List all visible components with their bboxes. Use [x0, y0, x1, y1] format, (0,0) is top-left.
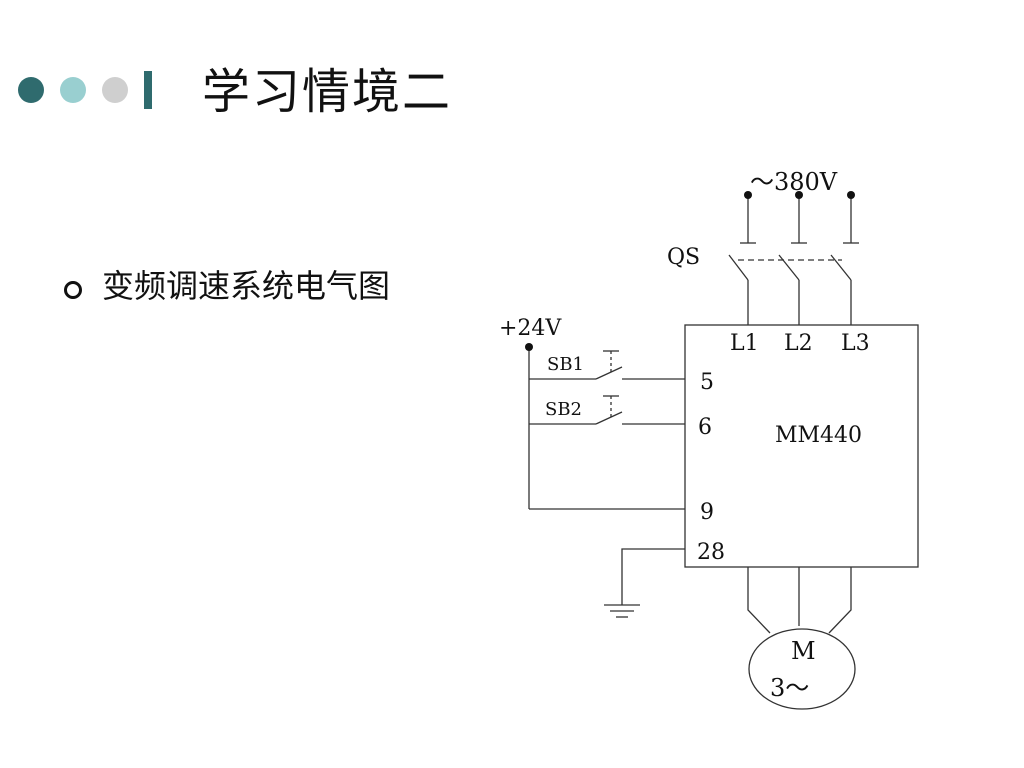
slide-title: 学习情境二	[202, 64, 453, 120]
l3-label: L3	[841, 331, 870, 356]
header-dot-1	[18, 77, 44, 103]
sb1-label: SB1	[547, 354, 584, 375]
qs-blade-3	[830, 254, 852, 281]
motor-label-m: M	[791, 637, 816, 665]
motor-lead-3	[828, 567, 852, 634]
terminal-6-label: 6	[698, 415, 712, 440]
sb2-label: SB2	[545, 399, 582, 420]
terminal-dot-2	[795, 191, 803, 199]
header-dot-3	[102, 77, 128, 103]
motor-lead-1	[747, 567, 771, 634]
sb1-contact	[595, 366, 623, 380]
qs-blade-2	[778, 254, 800, 281]
terminal-5-label: 5	[700, 370, 714, 395]
dc-label: +24V	[499, 316, 562, 341]
terminal-dot-1	[744, 191, 752, 199]
qs-blade-1	[728, 254, 749, 281]
mm440-box	[684, 324, 919, 568]
device-label: MM440	[775, 423, 862, 448]
terminal-28-label: 28	[697, 540, 725, 565]
terminal-dot-3	[847, 191, 855, 199]
motor-circle	[748, 628, 856, 710]
switch-label: QS	[667, 245, 700, 270]
dc-dot	[525, 343, 533, 351]
sb2-contact	[595, 411, 623, 425]
ground-wire	[621, 548, 685, 605]
l2-label: L2	[784, 331, 813, 356]
motor-label-phase: 3～	[770, 674, 809, 702]
bullet-text: 变频调速系统电气图	[102, 267, 391, 305]
supply-label: ～380V	[750, 168, 838, 196]
bullet-icon	[64, 281, 82, 299]
terminal-9-label: 9	[700, 500, 714, 525]
header-bar	[144, 71, 152, 109]
l1-label: L1	[730, 331, 759, 356]
header-dot-2	[60, 77, 86, 103]
